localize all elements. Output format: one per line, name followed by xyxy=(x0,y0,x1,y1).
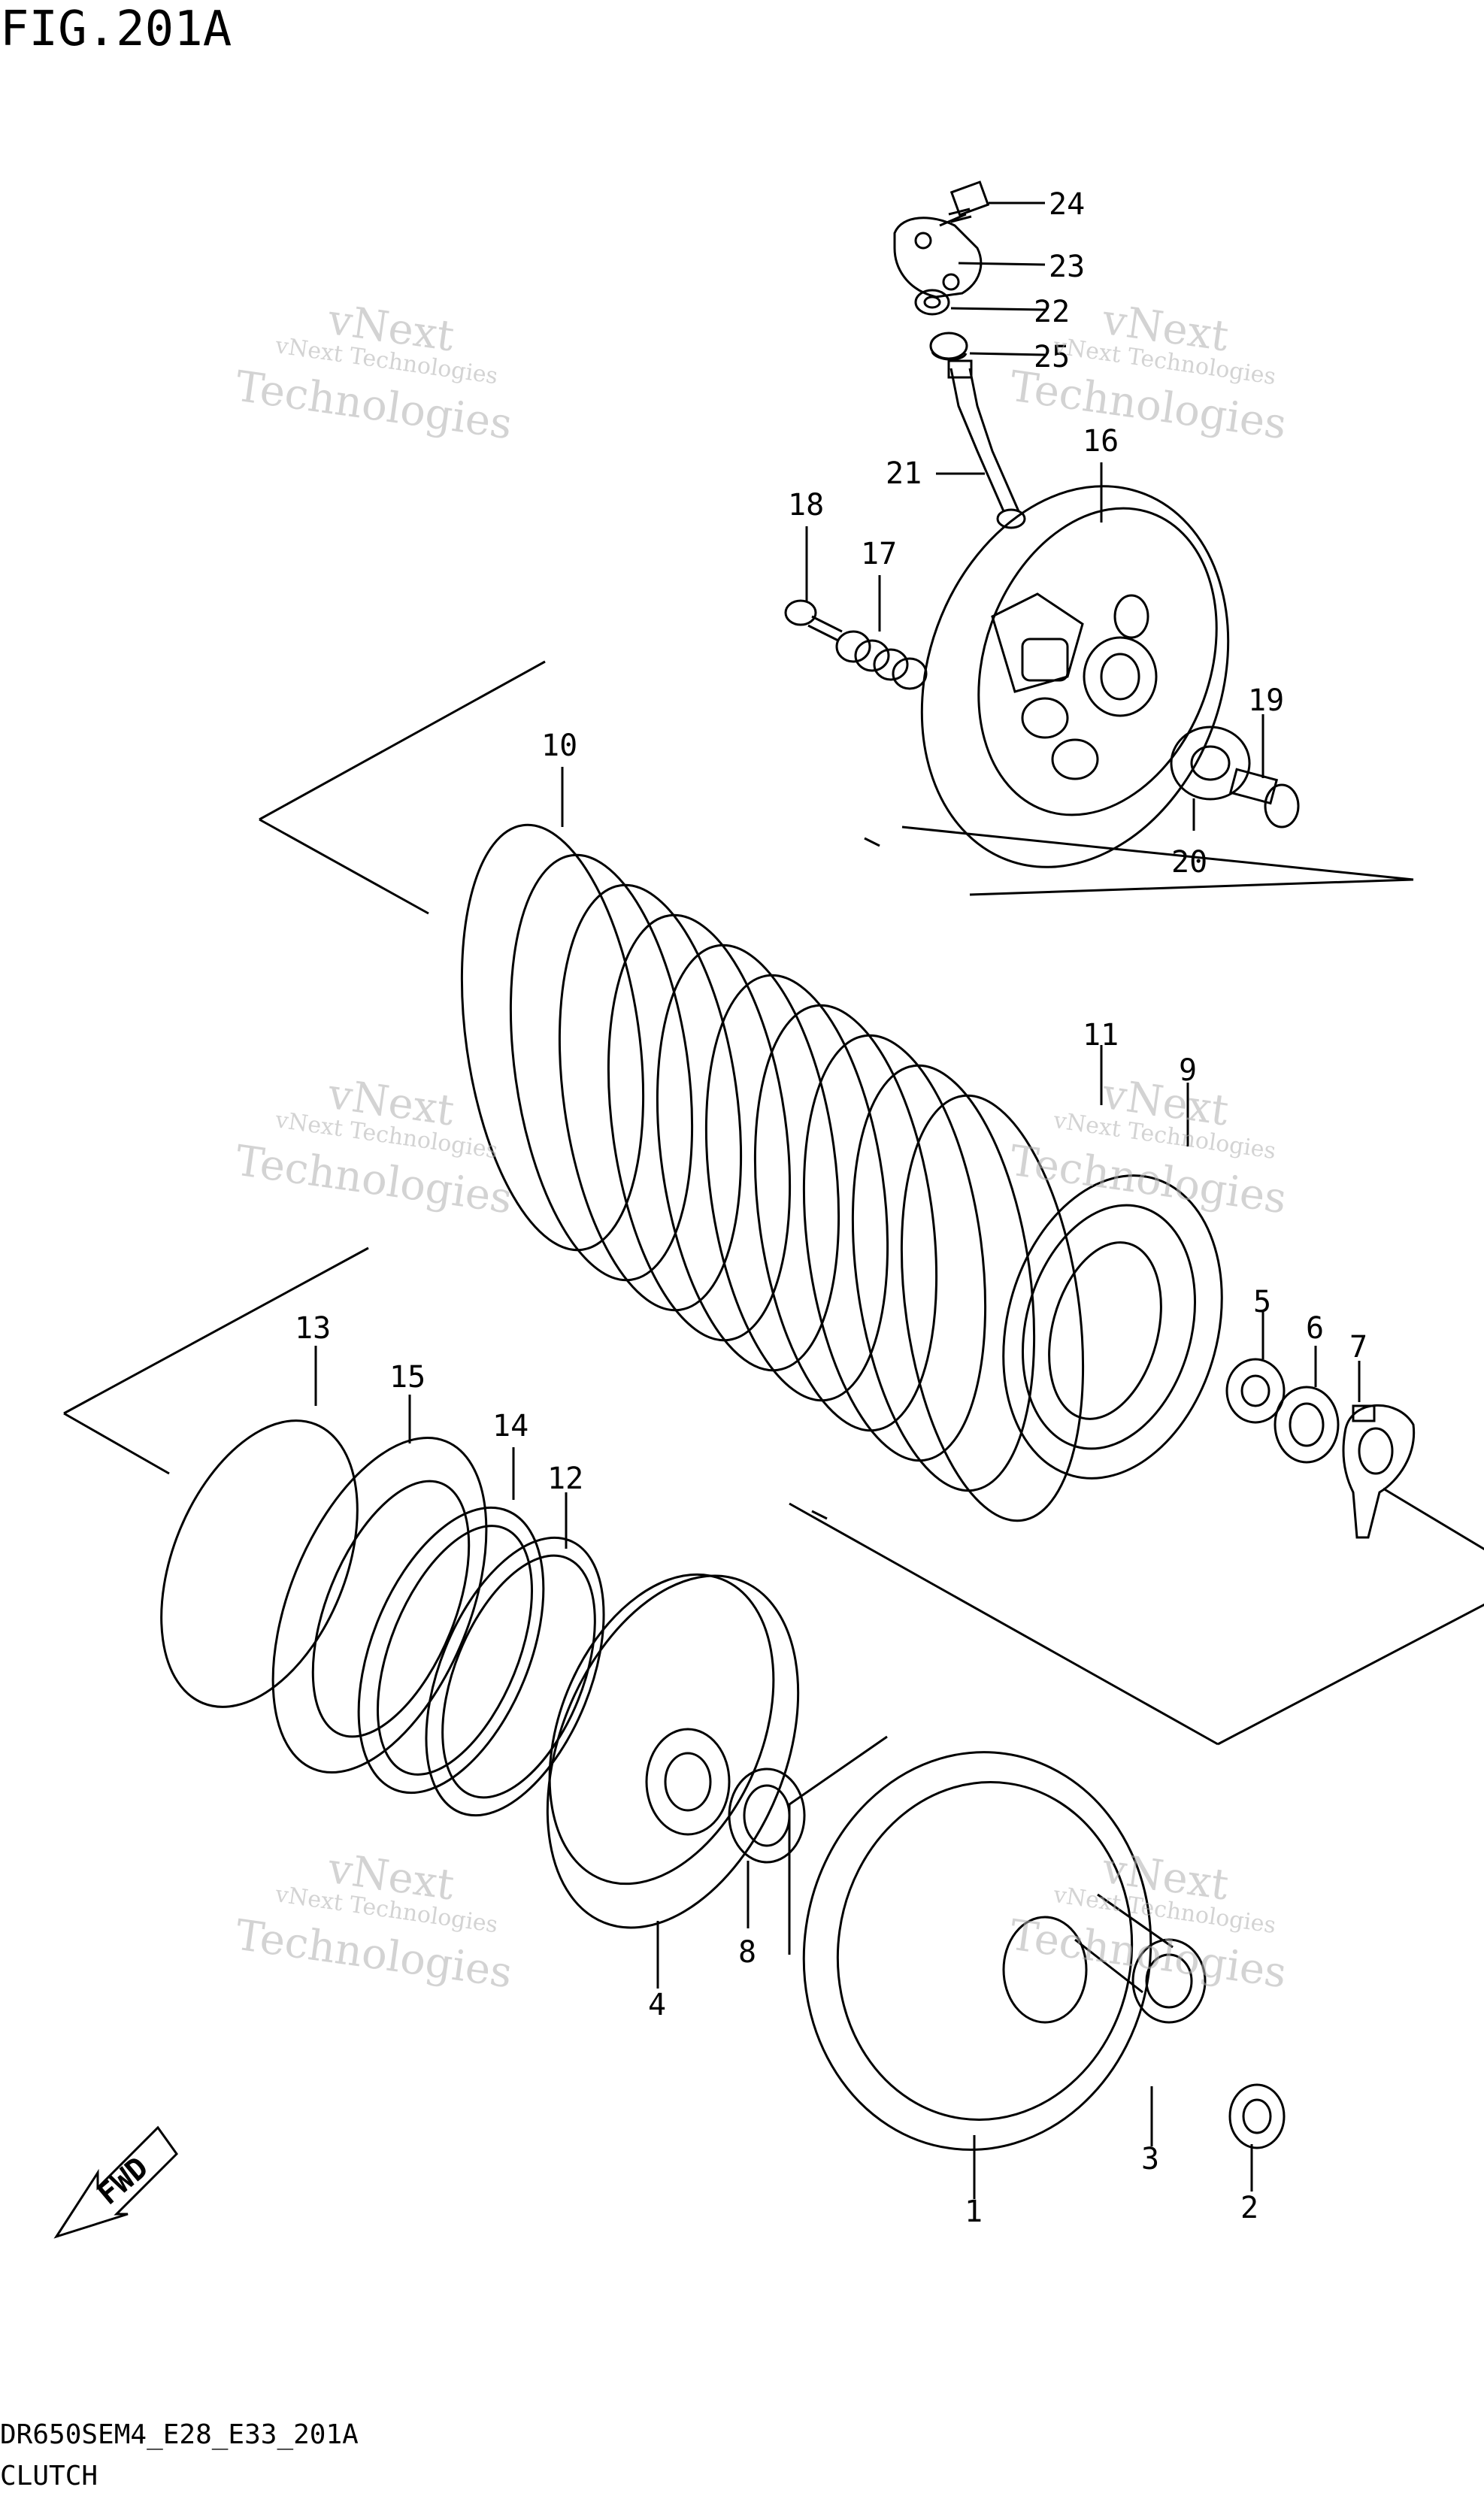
part-10-friction-plates xyxy=(460,823,1085,1522)
part-21-pushrod xyxy=(947,359,1026,529)
part-18-bolt xyxy=(784,599,843,642)
callout-25: 25 xyxy=(1034,340,1070,374)
callout-5: 5 xyxy=(1253,1285,1271,1319)
callout-21: 21 xyxy=(886,456,922,491)
part-19-screw xyxy=(1228,768,1300,828)
part-4-clutch-hub xyxy=(546,1573,800,1929)
part-12-ring xyxy=(425,1536,605,1817)
part-16-pressure-plate xyxy=(920,485,1230,868)
part-13-seat xyxy=(160,1419,359,1708)
callout-9: 9 xyxy=(1179,1053,1197,1088)
part-17-spring xyxy=(835,630,928,690)
figure-name: CLUTCH xyxy=(0,2461,98,2491)
callout-10: 10 xyxy=(541,728,577,763)
callout-13: 13 xyxy=(295,1311,331,1346)
part-24-bolt xyxy=(939,180,990,227)
callout-1: 1 xyxy=(965,2195,983,2229)
part-1-clutch-housing xyxy=(788,1735,1152,2151)
part-15-spring-washer xyxy=(271,1437,488,1774)
callout-12: 12 xyxy=(547,1462,583,1496)
plates-frame xyxy=(259,660,1414,915)
callout-6: 6 xyxy=(1306,1311,1324,1346)
callout-18: 18 xyxy=(788,488,824,523)
part-25-washer xyxy=(929,332,968,361)
callout-20: 20 xyxy=(1171,845,1207,880)
part-14-spring-seat xyxy=(357,1506,545,1795)
callout-15: 15 xyxy=(389,1360,426,1395)
callout-labels: 1 2 3 4 5 6 7 8 9 10 11 12 13 14 15 16 1… xyxy=(295,187,1367,2229)
part-2-washer xyxy=(1228,2083,1286,2149)
callout-4: 4 xyxy=(648,1988,666,2022)
part-5-nut xyxy=(1225,1358,1286,1424)
callout-19: 19 xyxy=(1248,683,1284,718)
leader-lines xyxy=(314,201,1361,2199)
callout-2: 2 xyxy=(1240,2191,1258,2225)
part-22-nut xyxy=(914,289,950,316)
callout-16: 16 xyxy=(1083,424,1119,459)
callout-14: 14 xyxy=(492,1409,528,1443)
part-7-lock-washer xyxy=(1342,1404,1416,1539)
callout-3: 3 xyxy=(1141,2142,1159,2176)
figure-title: FIG.201A xyxy=(0,2,232,57)
part-6-washer xyxy=(1274,1386,1340,1464)
callout-11: 11 xyxy=(1083,1018,1119,1053)
figure-code: DR650SEM4_E28_E33_201A xyxy=(0,2419,359,2450)
part-3-spacer xyxy=(1074,1893,1207,2024)
callout-7: 7 xyxy=(1349,1330,1367,1365)
lower-frame xyxy=(63,1246,1484,1746)
callout-17: 17 xyxy=(861,537,897,571)
part-9-clutch-sleeve-hub xyxy=(1002,1174,1223,1480)
part-23-bracket xyxy=(893,217,983,298)
callout-23: 23 xyxy=(1049,250,1085,284)
part-20-bearing xyxy=(1170,725,1251,801)
callout-22: 22 xyxy=(1034,295,1070,329)
callout-8: 8 xyxy=(738,1935,756,1970)
callout-24: 24 xyxy=(1049,187,1085,222)
